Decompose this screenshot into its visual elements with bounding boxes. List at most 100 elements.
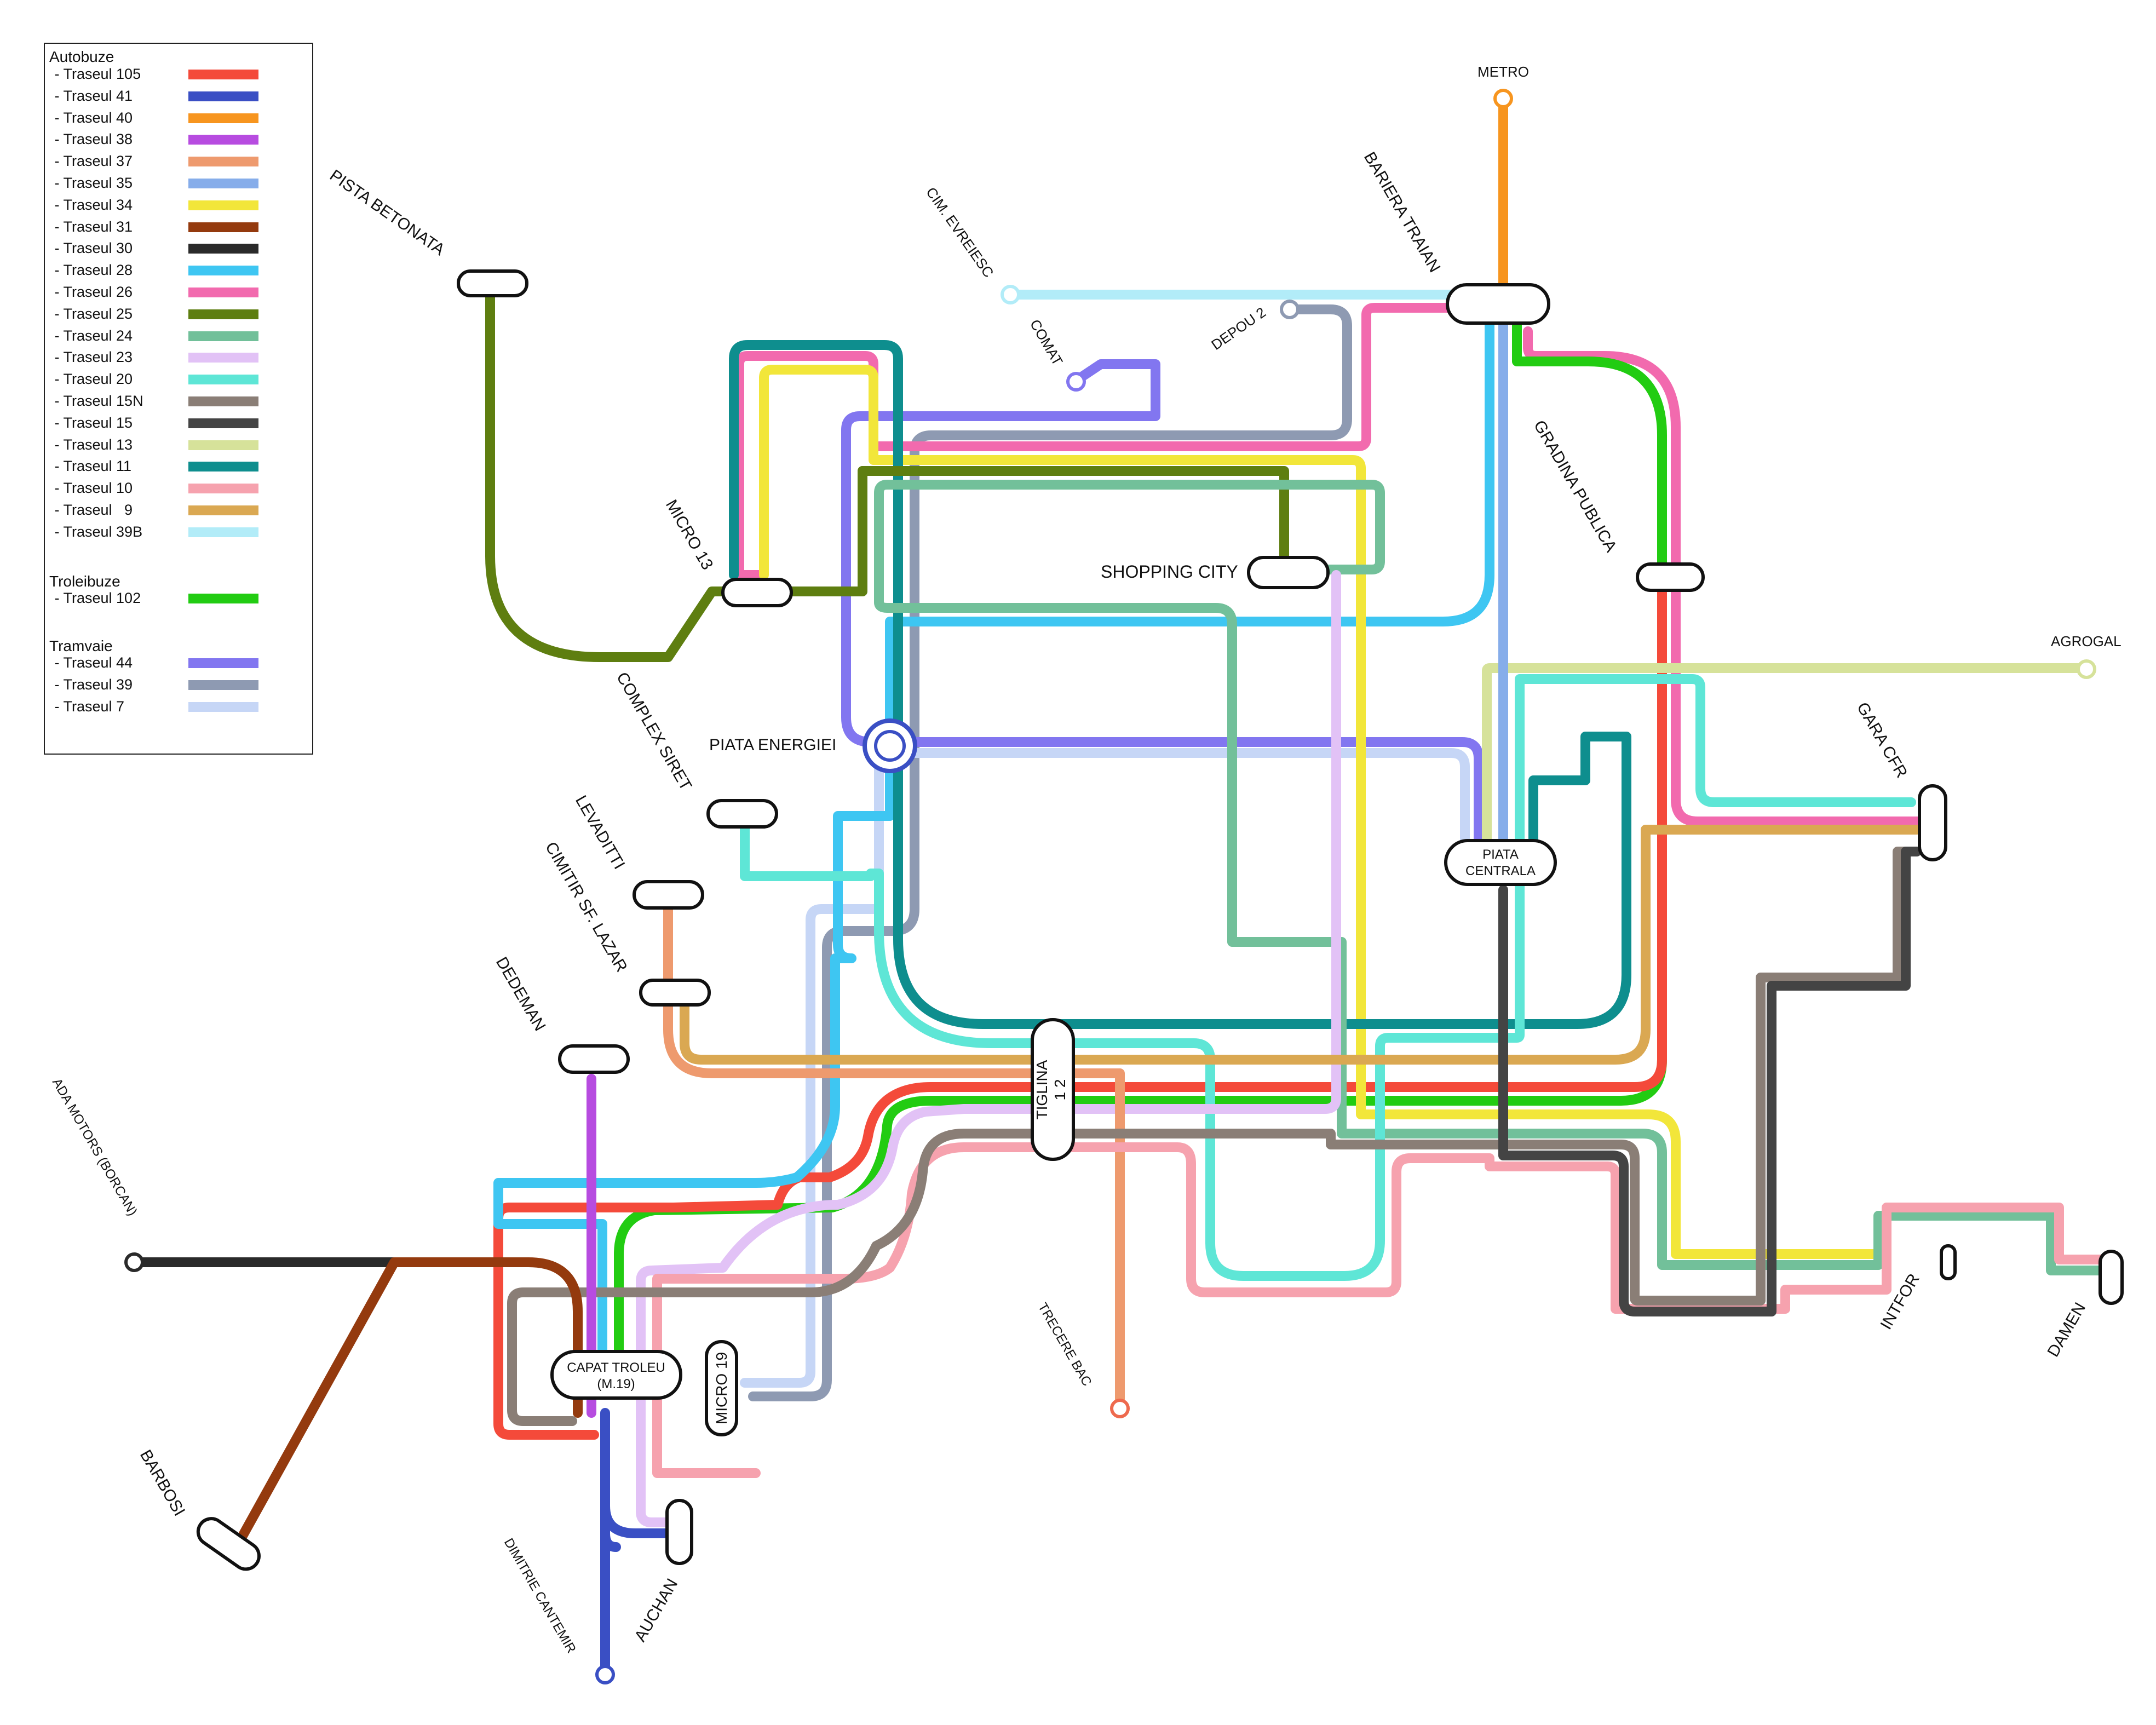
dedeman-stop bbox=[558, 1044, 630, 1074]
shopping-city-stop bbox=[1247, 556, 1330, 589]
legend-item-swatch bbox=[188, 244, 258, 254]
route-23-line bbox=[636, 570, 1341, 1527]
legend-item-swatch bbox=[188, 135, 258, 145]
depou2-label: DEPOU 2 bbox=[1208, 304, 1269, 353]
ada-motors-terminal-marker bbox=[124, 1252, 144, 1272]
comat-label: COMAT bbox=[1027, 317, 1066, 369]
legend-item-label: - Traseul 44 bbox=[50, 654, 133, 671]
complex-siret-stop bbox=[706, 799, 778, 829]
legend-item-label: - Traseul 102 bbox=[50, 590, 141, 606]
legend-item-label: - Traseul 15 bbox=[50, 414, 133, 431]
piata-energiei-hub-inner bbox=[874, 730, 906, 762]
levaditti-label: LEVADITTI bbox=[572, 792, 628, 872]
legend-item-label: - Traseul 7 bbox=[50, 698, 125, 715]
legend-item-swatch bbox=[188, 484, 258, 494]
comat-terminal-marker bbox=[1066, 372, 1086, 392]
legend-item-swatch bbox=[188, 200, 258, 210]
capat-troleu-label-line1: CAPAT TROLEU bbox=[567, 1360, 665, 1375]
legend-item-swatch bbox=[188, 266, 258, 276]
route-24-line bbox=[874, 480, 2113, 1275]
legend-item-swatch bbox=[188, 396, 258, 406]
legend-item-swatch bbox=[188, 70, 258, 79]
auchan-label: AUCHAN bbox=[631, 1576, 681, 1645]
legend-item-label: - Traseul 39B bbox=[50, 523, 143, 540]
legend-item-swatch bbox=[188, 418, 258, 428]
legend-item-label: - Traseul 37 bbox=[50, 153, 133, 170]
dedeman-label: DEDEMAN bbox=[492, 954, 549, 1034]
route-7-line bbox=[885, 748, 1470, 862]
tiglina-label-line2: 1 2 bbox=[1051, 1079, 1068, 1101]
legend-item-label: - Traseul 35 bbox=[50, 175, 133, 191]
gradina-publica-label: GRADINA PUBLICA bbox=[1530, 417, 1620, 555]
route-13-line bbox=[1482, 663, 2091, 848]
legend-item-swatch bbox=[188, 309, 258, 319]
legend-item-label: - Traseul 30 bbox=[50, 240, 133, 257]
route-44-line bbox=[841, 359, 1484, 856]
route-20-line bbox=[740, 674, 1916, 1281]
micro13-label: MICRO 13 bbox=[662, 497, 716, 573]
legend-item-swatch bbox=[188, 680, 258, 690]
route-28-line-b bbox=[493, 617, 911, 1374]
legend-item-swatch bbox=[188, 179, 258, 188]
depou2-terminal-marker bbox=[1280, 300, 1300, 319]
legend-group-title: Troleibuze bbox=[49, 573, 120, 590]
metro-label: METRO bbox=[1477, 64, 1529, 80]
route-28-line bbox=[901, 315, 1494, 626]
legend-item-swatch bbox=[188, 440, 258, 450]
damen-stop bbox=[2098, 1250, 2124, 1305]
capat-troleu-stop bbox=[550, 1350, 682, 1400]
legend-item-swatch bbox=[188, 353, 258, 363]
capat-troleu-label-line2: (M.19) bbox=[597, 1377, 635, 1392]
legend-item-swatch bbox=[188, 157, 258, 167]
dimitrie-cantemir-label: DIMITRIE CANTEMIR bbox=[501, 1536, 579, 1656]
micro19-stop bbox=[705, 1340, 738, 1436]
barbosi-label: BARBOSI bbox=[136, 1447, 188, 1519]
complex-siret-label: COMPLEX SIRET bbox=[613, 669, 695, 794]
route-15n-line bbox=[507, 847, 1916, 1426]
legend-item-label: - Traseul 34 bbox=[50, 196, 133, 213]
micro19-label: MICRO 19 bbox=[713, 1352, 730, 1424]
dimitrie-cantemir-terminal-marker bbox=[595, 1665, 615, 1684]
legend-item-swatch bbox=[188, 288, 258, 297]
legend-item-swatch bbox=[188, 505, 258, 515]
legend-item-label: - Traseul 10 bbox=[50, 480, 133, 497]
route-34-line bbox=[759, 365, 1878, 1259]
route-15-line bbox=[1498, 847, 1922, 1316]
legend-item-label: - Traseul 39 bbox=[50, 676, 133, 693]
barbosi-stop bbox=[196, 1517, 261, 1571]
legend-group-title: Tramvaie bbox=[49, 637, 113, 654]
piata-centrala-label-line2: CENTRALA bbox=[1465, 864, 1536, 878]
bariera-traian-stop bbox=[1446, 283, 1550, 325]
legend-item-swatch bbox=[188, 222, 258, 232]
legend-item-label: - Traseul 105 bbox=[50, 66, 141, 82]
tiglina-label-line1: TIGLINA bbox=[1033, 1060, 1050, 1119]
route-10-line bbox=[652, 1142, 2108, 1478]
legend-item-swatch bbox=[188, 113, 258, 123]
legend-item-swatch bbox=[188, 658, 258, 668]
legend-item-label: - Traseul 15N bbox=[50, 393, 143, 409]
auchan-stop bbox=[665, 1499, 693, 1565]
shopping-city-label: SHOPPING CITY bbox=[1101, 562, 1238, 582]
route-7-line-b bbox=[740, 754, 884, 1388]
legend-item-label: - Traseul 28 bbox=[50, 262, 133, 279]
pista-betonata-stop bbox=[457, 269, 528, 297]
route-37-line bbox=[663, 901, 1125, 1410]
legend-item-label: - Traseul 25 bbox=[50, 305, 133, 322]
trecere-bac-terminal-marker bbox=[1110, 1399, 1130, 1418]
legend-item-swatch bbox=[188, 375, 258, 385]
route-31-line bbox=[236, 1257, 583, 1544]
legend-item-label: - Traseul 13 bbox=[50, 436, 133, 453]
ada-motors-label: ADA MOTORS (BORCAN) bbox=[49, 1076, 140, 1218]
route-39-line bbox=[748, 304, 1352, 1401]
legend-item-swatch bbox=[188, 702, 258, 712]
legend-item-label: - Traseul 11 bbox=[50, 458, 132, 475]
agrogal-label: AGROGAL bbox=[2051, 633, 2121, 649]
piata-centrala-label-line1: PIATA bbox=[1482, 847, 1519, 862]
levaditti-stop bbox=[633, 880, 704, 910]
legend-item-label: - Traseul 31 bbox=[50, 218, 133, 235]
legend-item-label: - Traseul 20 bbox=[50, 371, 133, 388]
cimitir-sf-lazar-stop bbox=[639, 979, 711, 1007]
damen-label: DAMEN bbox=[2044, 1300, 2089, 1360]
legend: Autobuze - Traseul 105 - Traseul 41 - Tr… bbox=[44, 43, 313, 755]
